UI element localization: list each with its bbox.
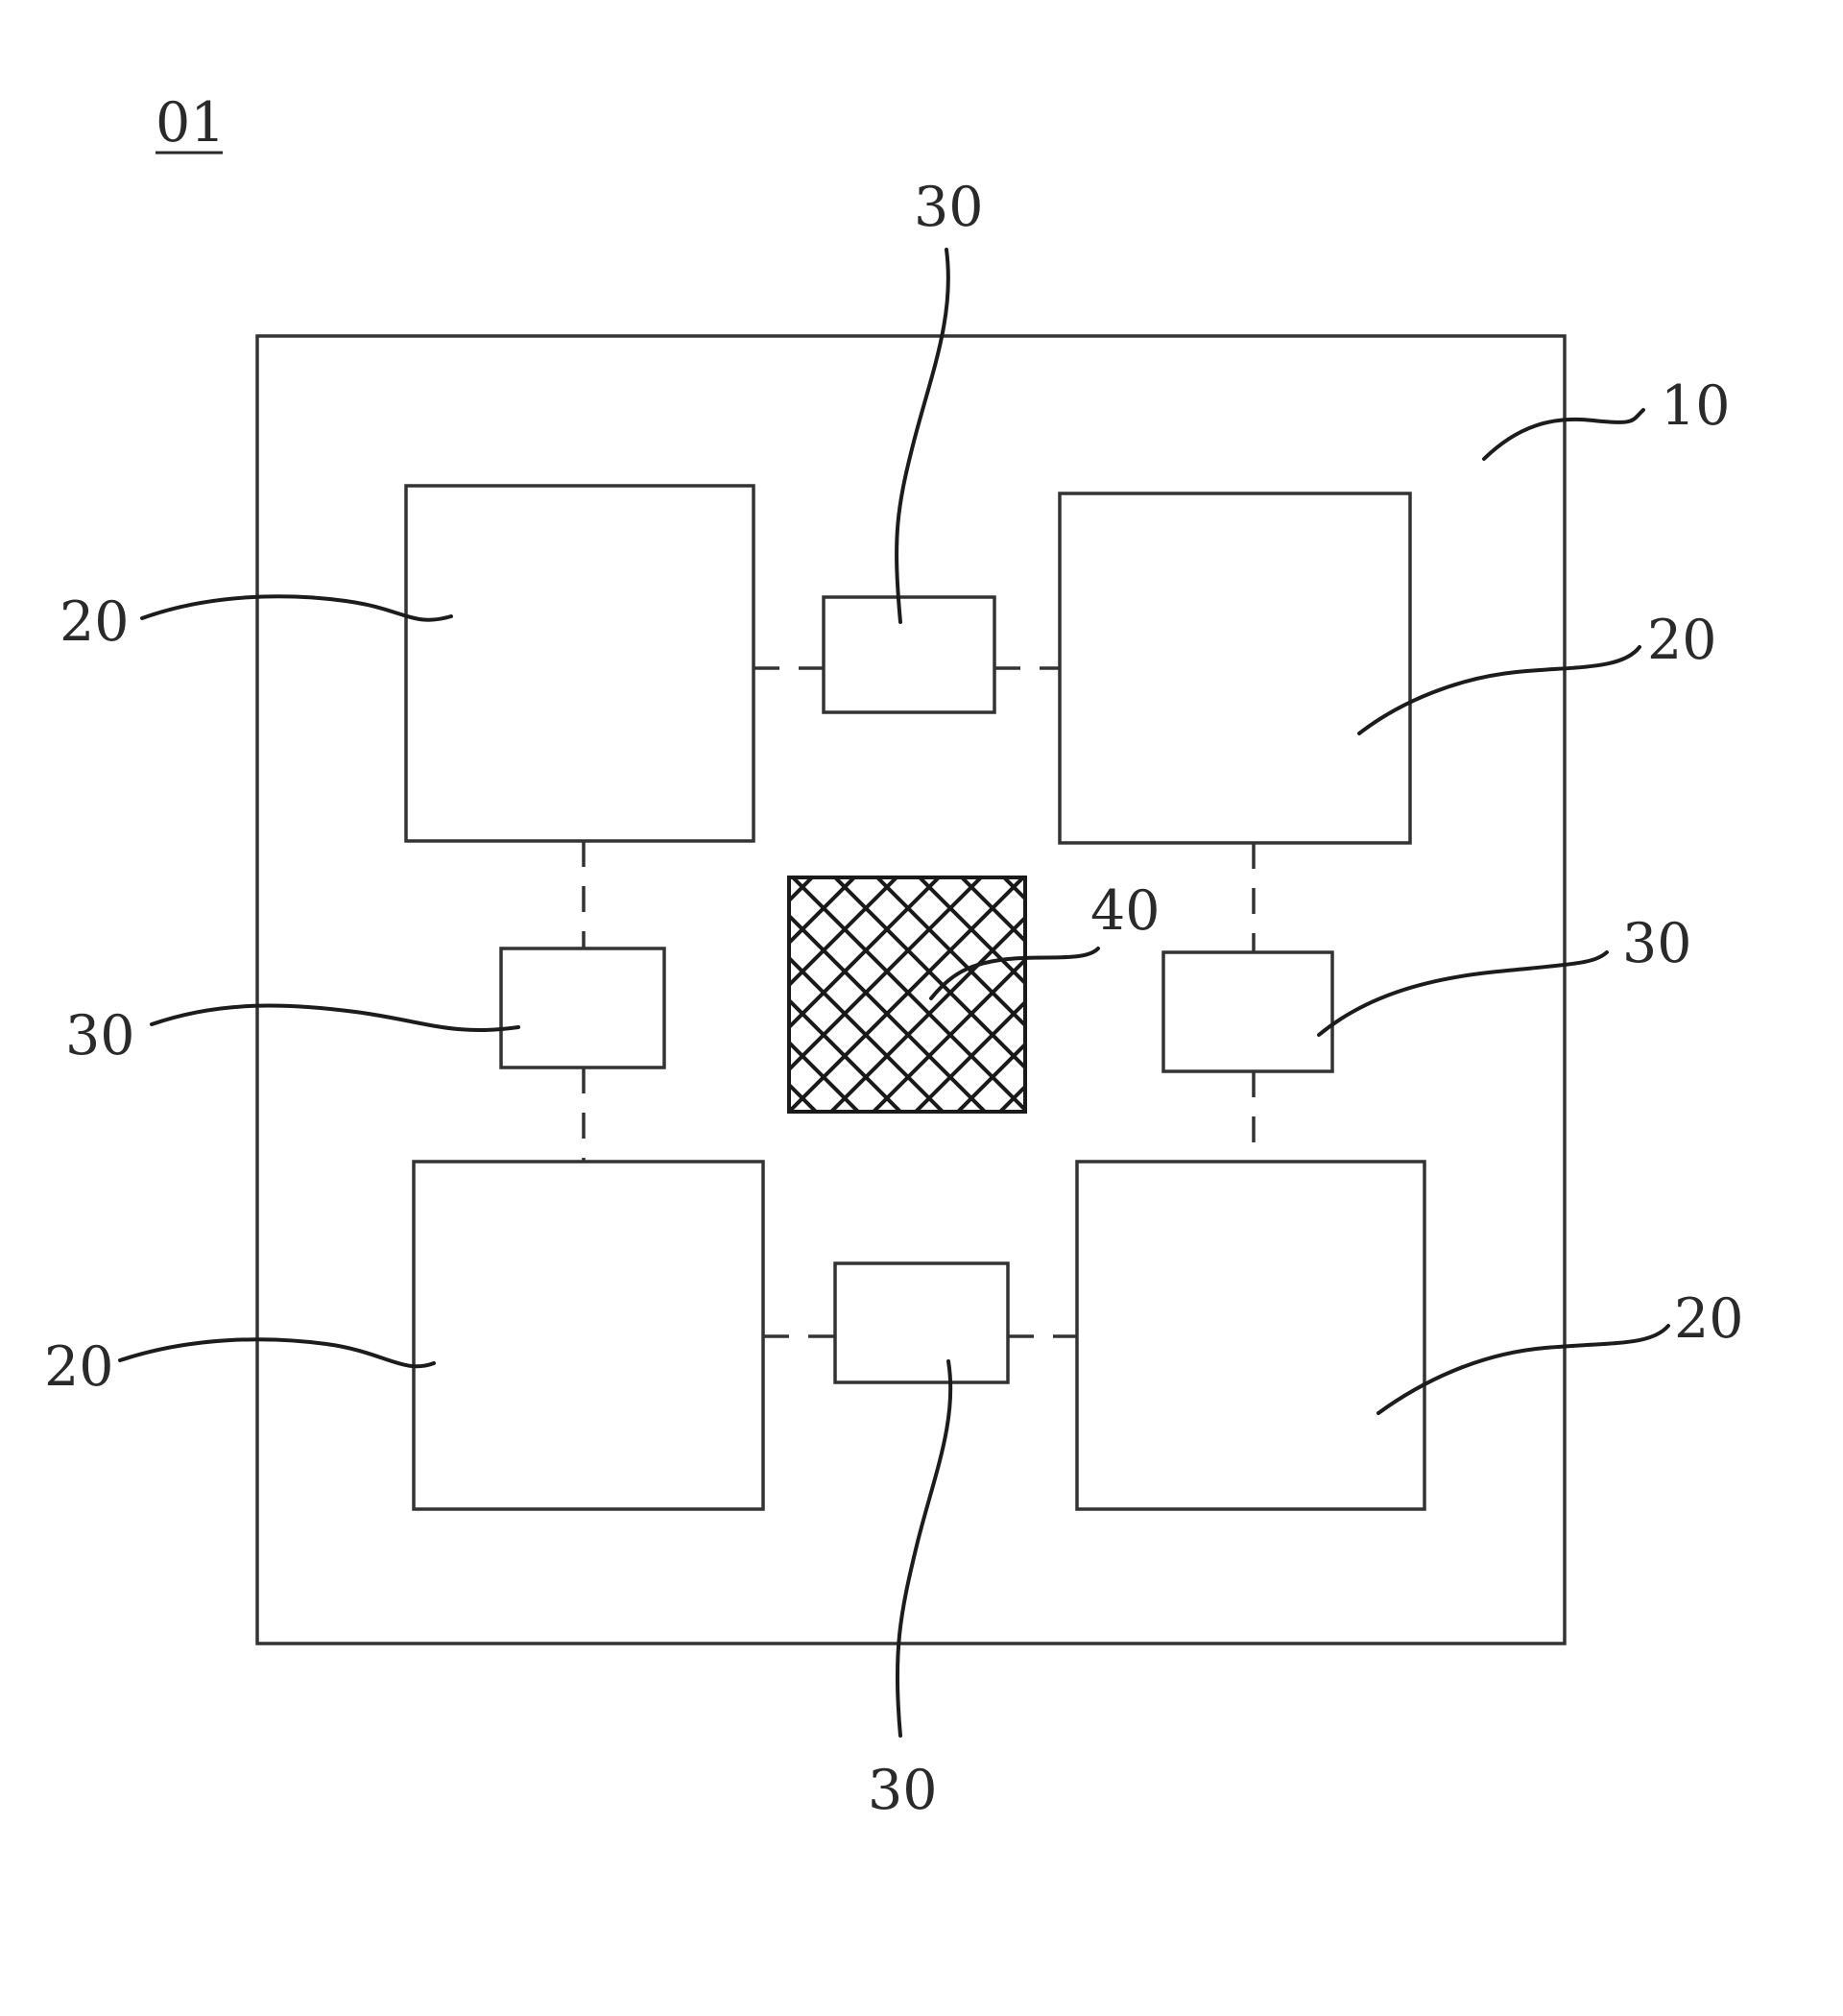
block-top-left	[404, 484, 755, 843]
connector-bottom	[833, 1261, 1010, 1384]
label-connector-right: 30	[1622, 912, 1692, 975]
leader-substrate	[1482, 408, 1645, 461]
label-center: 40	[1090, 879, 1161, 943]
figure-number: 01	[156, 91, 226, 155]
label-block-bottom-right: 20	[1674, 1287, 1744, 1351]
leader-connector-left	[150, 1003, 520, 1033]
block-bottom-left	[412, 1160, 765, 1511]
leader-connector-bottom	[895, 1359, 953, 1738]
reference-labels: 10 20 20 20 20 30 30 30 30 40	[44, 176, 1744, 1822]
connector-right	[1161, 950, 1334, 1073]
label-block-top-right: 20	[1647, 609, 1717, 672]
leader-block-top-right	[1357, 645, 1641, 735]
block-top-right	[1058, 492, 1412, 845]
leader-center	[929, 947, 1100, 1000]
connector-top	[822, 595, 996, 714]
center-element	[787, 876, 1027, 1114]
label-block-top-left: 20	[60, 590, 130, 654]
label-connector-bottom: 30	[868, 1759, 938, 1822]
leader-block-top-left	[140, 594, 453, 622]
leader-block-bottom-left	[118, 1337, 436, 1369]
leader-block-bottom-right	[1376, 1324, 1670, 1415]
label-block-bottom-left: 20	[44, 1335, 114, 1399]
label-connector-top: 30	[914, 176, 984, 239]
leader-connector-top	[895, 248, 950, 624]
leader-connector-right	[1317, 950, 1609, 1037]
substrate-frame	[255, 334, 1567, 1645]
label-connector-left: 30	[65, 1004, 135, 1068]
dashed-connections	[582, 666, 1256, 1338]
block-bottom-right	[1075, 1160, 1426, 1511]
leader-lines	[118, 248, 1670, 1738]
label-substrate: 10	[1661, 374, 1731, 438]
connector-left	[499, 947, 666, 1069]
